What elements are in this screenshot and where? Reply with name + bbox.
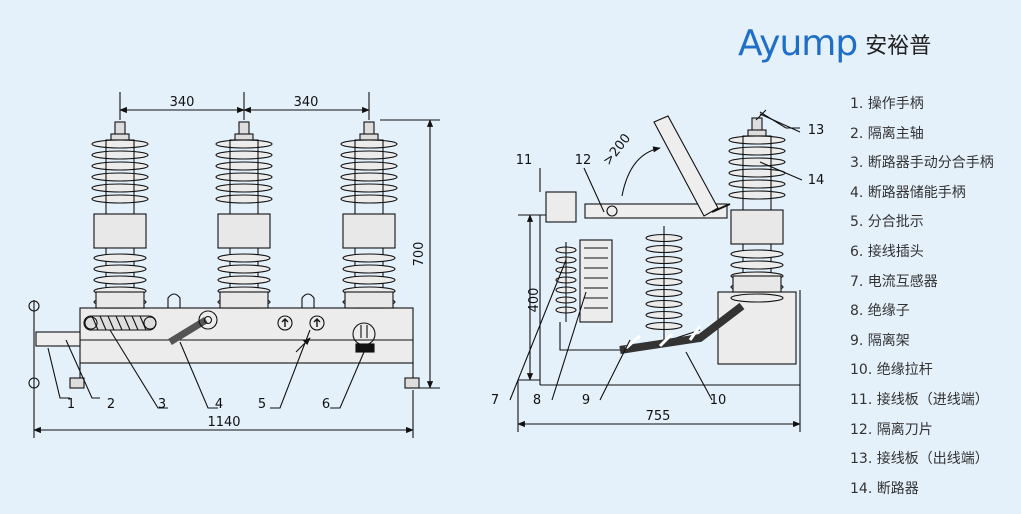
legend-item: 13. 接线板（出线端） [850, 451, 989, 468]
callout-3: 3 [158, 397, 166, 412]
callout-7: 7 [491, 393, 499, 408]
parts-legend: 1. 操作手柄 2. 隔离主轴 3. 断路器手动分合手柄 4. 断路器储能手柄 … [850, 94, 994, 508]
legend-item: 1. 操作手柄 [850, 96, 924, 112]
dim-width-side: 755 [646, 409, 671, 424]
legend-item: 6. 接线插头 [850, 243, 924, 260]
side-view [509, 109, 803, 432]
legend-item: 8. 绝缘子 [850, 303, 910, 320]
insulator-right [340, 121, 398, 309]
callout-13: 13 [808, 123, 825, 138]
callout-5: 5 [258, 397, 266, 412]
callout-1: 1 [67, 397, 75, 412]
dim-width-front: 1140 [207, 415, 240, 430]
legend-item: 2. 隔离主轴 [850, 125, 924, 142]
callout-6: 6 [322, 397, 330, 412]
brand-latin-text: Ayump [738, 23, 858, 64]
support-insulator [645, 226, 683, 344]
legend-item: 3. 断路器手动分合手柄 [850, 155, 994, 172]
callout-11: 11 [516, 153, 533, 168]
legend-item: 9. 隔离架 [850, 332, 910, 349]
legend-item: 12. 隔离刀片 [850, 421, 933, 438]
legend-item: 11. 接线板（进线端） [850, 391, 989, 408]
legend-item: 10. 绝缘拉杆 [850, 362, 933, 379]
brand-logo: Ayump 安裕普 [738, 22, 931, 66]
insulator-middle [215, 121, 273, 309]
legend-item: 14. 断路器 [850, 480, 919, 497]
legend-item: 5. 分合批示 [850, 214, 924, 231]
dim-height-front: 700 [412, 242, 427, 267]
insulator-left [91, 121, 149, 309]
callout-9: 9 [582, 393, 590, 408]
callout-4: 4 [215, 397, 223, 412]
callout-2: 2 [107, 397, 115, 412]
legend-item: 7. 电流互感器 [850, 273, 938, 290]
front-view [28, 92, 440, 438]
callout-12: 12 [575, 153, 592, 168]
callout-14: 14 [808, 173, 825, 188]
legend-item: 4. 断路器储能手柄 [850, 184, 966, 201]
breaker-insulator [728, 117, 786, 303]
brand-chinese-text: 安裕普 [865, 34, 932, 59]
dim-spacing-left: 340 [170, 95, 195, 110]
ct-insulator [555, 242, 577, 322]
dim-height-side: 400 [527, 288, 542, 313]
callout-8: 8 [533, 393, 541, 408]
callout-10: 10 [710, 393, 727, 408]
dim-spacing-right: 340 [294, 95, 319, 110]
dim-clearance: >200 [600, 131, 634, 168]
